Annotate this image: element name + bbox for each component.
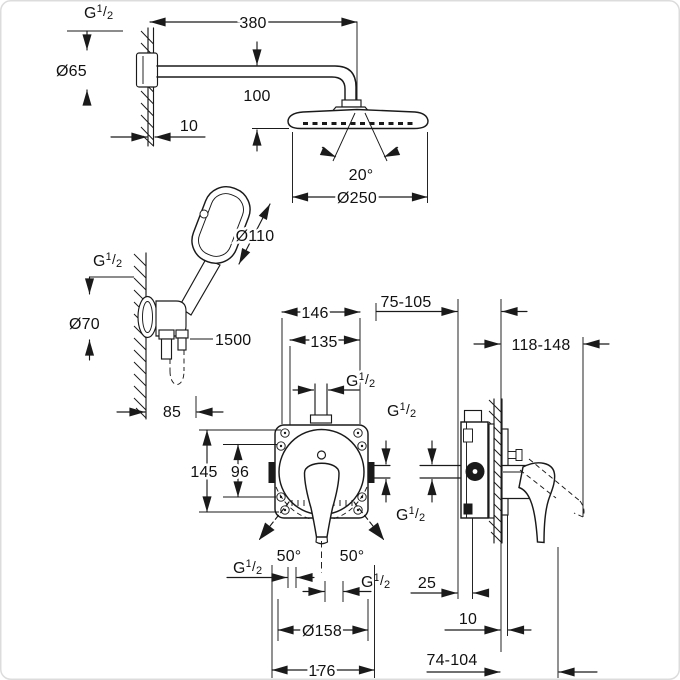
wall-hatch <box>140 30 154 147</box>
valve-front-view: 146 135 G1/2 50° 50° <box>188 303 462 680</box>
thread-label-arm: G1/2 <box>84 3 113 22</box>
hose-nut <box>158 329 175 340</box>
shower-head <box>287 108 429 130</box>
dim-min-clearance: 25 <box>418 575 436 592</box>
dim-holder-flange-dia: Ø70 <box>69 316 100 333</box>
swing-envelope <box>275 486 368 521</box>
hose-connector <box>160 338 173 360</box>
dim-swing-left: 50° <box>277 548 302 565</box>
swing-arrow-right <box>353 501 385 541</box>
mounting-plate <box>488 423 495 519</box>
dim-handle-depth-range: 74-104 <box>426 652 477 669</box>
port-stubs <box>373 464 462 479</box>
shower-arm <box>156 65 357 102</box>
head-shower-view: 380 G1/2 Ø65 100 10 20° Ø250 <box>54 1 429 210</box>
wall-hatch <box>488 399 503 544</box>
hand-shower-head <box>191 186 251 264</box>
dim-spray-angle: 20° <box>349 167 374 184</box>
lever-handle-front <box>303 462 340 538</box>
thread-label-inlet-right: G1/2 <box>361 572 390 591</box>
thread-label-inlet-left: G1/2 <box>233 558 262 577</box>
spray-button <box>199 209 209 219</box>
dim-arm-flange-dia: Ø65 <box>56 63 87 80</box>
dim-lever-depth-range: 118-148 <box>512 337 571 354</box>
dim-install-depth-range: 75-105 <box>380 294 431 311</box>
thread-label-outlet-top: G1/2 <box>387 401 416 420</box>
dim-head-dia: Ø250 <box>337 190 377 207</box>
side-port-left <box>268 462 275 483</box>
dim-hand-shower-dia: Ø110 <box>236 228 275 245</box>
hand-shower-view: Ø110 G1/2 Ø70 1500 85 <box>67 186 277 424</box>
dim-rough-in-width: 146 <box>301 305 328 322</box>
dim-head-drop: 100 <box>243 88 270 105</box>
handle-pin <box>316 450 327 460</box>
dim-hose-offset: 85 <box>163 404 181 421</box>
dim-trim-standoff: 10 <box>459 611 477 628</box>
reference-lines <box>457 299 584 678</box>
lever-handle-side <box>518 462 556 544</box>
thread-label-pipe: G1/2 <box>346 371 375 390</box>
shower-hose <box>169 350 185 385</box>
dim-cutout-dia: Ø158 <box>302 623 342 640</box>
holder-flange <box>137 295 158 339</box>
thread-label-holder: G1/2 <box>93 251 122 270</box>
valve-side-view: 75-105 118-148 25 10 74-104 <box>375 292 610 678</box>
dim-screw-spacing: 96 <box>231 464 249 481</box>
stop-screw <box>507 451 517 459</box>
dim-trim-width: 176 <box>308 663 335 680</box>
dim-plate-height: 145 <box>190 464 217 481</box>
dim-rough-in-inner-width: 135 <box>310 334 337 351</box>
side-port-right <box>368 462 375 483</box>
dim-arm-length: 380 <box>239 15 266 32</box>
swing-arrow-left <box>258 501 290 541</box>
thread-label-outlet-bottom: G1/2 <box>396 505 425 524</box>
dim-swing-right: 50° <box>340 548 365 565</box>
dim-hose-length: 1500 <box>215 332 251 349</box>
spray-cone <box>332 112 388 162</box>
arm-wall-flange <box>135 52 159 88</box>
dim-wall-thickness: 10 <box>180 118 198 135</box>
arm-nut <box>341 99 362 108</box>
